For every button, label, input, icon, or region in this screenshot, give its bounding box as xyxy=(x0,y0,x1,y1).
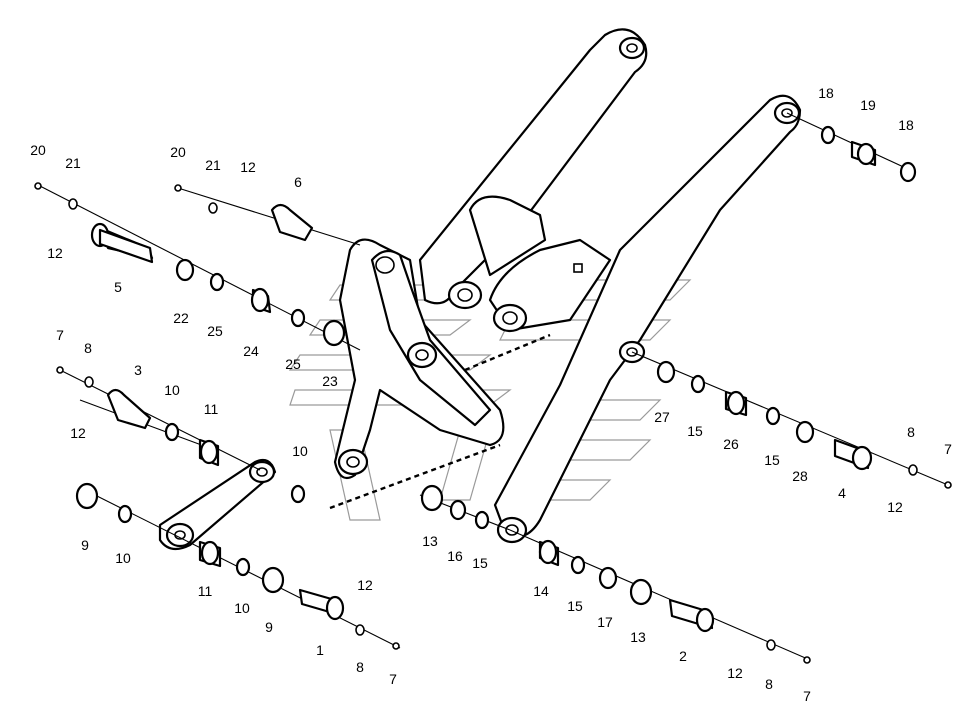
part-label-p21b: 21 xyxy=(205,157,221,173)
lift-arm-front xyxy=(488,94,802,544)
part-label-p8c: 8 xyxy=(907,424,915,440)
part-label-p3: 3 xyxy=(134,362,142,378)
link-rod xyxy=(158,458,277,551)
part-label-p7a: 7 xyxy=(56,327,64,343)
part-label-p9a: 9 xyxy=(81,537,89,553)
part-label-p12c: 12 xyxy=(70,425,86,441)
part-label-p14: 14 xyxy=(533,583,549,599)
part-label-p9b: 9 xyxy=(265,619,273,635)
part-label-p23: 23 xyxy=(322,373,338,389)
part-label-p8a: 8 xyxy=(84,340,92,356)
part-label-p18a: 18 xyxy=(818,85,834,101)
part-label-p24: 24 xyxy=(243,343,259,359)
part-label-p6: 6 xyxy=(294,174,302,190)
part-label-p8b: 8 xyxy=(356,659,364,675)
part-label-p7d: 7 xyxy=(803,688,811,704)
part-label-p10d: 10 xyxy=(234,600,250,616)
part-label-p7c: 7 xyxy=(944,441,952,457)
part-label-p17: 17 xyxy=(597,614,613,630)
part-label-p20a: 20 xyxy=(30,142,46,158)
part-label-p12e: 12 xyxy=(887,499,903,515)
part-label-p27: 27 xyxy=(654,409,670,425)
part-label-p21a: 21 xyxy=(65,155,81,171)
part-label-p15d: 15 xyxy=(567,598,583,614)
bellcrank xyxy=(333,238,505,480)
assembly-lines xyxy=(329,333,551,510)
lift-arm-rear xyxy=(418,28,648,310)
part-label-p25b: 25 xyxy=(285,356,301,372)
part-label-p12a: 12 xyxy=(47,245,63,261)
part-label-p20b: 20 xyxy=(170,144,186,160)
part-label-p2: 2 xyxy=(679,648,687,664)
part-label-p8d: 8 xyxy=(765,676,773,692)
part-label-p16: 16 xyxy=(447,548,463,564)
part-label-p12d: 12 xyxy=(357,577,373,593)
part-label-p4: 4 xyxy=(838,485,846,501)
part-label-p22: 22 xyxy=(173,310,189,326)
parts xyxy=(34,125,952,664)
part-label-p11b: 11 xyxy=(198,583,213,599)
assembly-axes xyxy=(37,112,949,661)
part-label-p7b: 7 xyxy=(389,671,397,687)
part-label-p1: 1 xyxy=(316,642,324,658)
part-label-p5: 5 xyxy=(114,279,122,295)
part-label-p10b: 10 xyxy=(292,443,308,459)
part-label-p15c: 15 xyxy=(472,555,488,571)
part-label-p12f: 12 xyxy=(727,665,743,681)
part-label-p12b: 12 xyxy=(240,159,256,175)
part-label-p15b: 15 xyxy=(764,452,780,468)
part-label-p28: 28 xyxy=(792,468,808,484)
part-label-p13b: 13 xyxy=(630,629,646,645)
part-label-p10a: 10 xyxy=(164,382,180,398)
part-label-p15a: 15 xyxy=(687,423,703,439)
part-label-p26: 26 xyxy=(723,436,739,452)
part-label-p10c: 10 xyxy=(115,550,131,566)
part-label-p11a: 11 xyxy=(204,401,219,417)
part-label-p13a: 13 xyxy=(422,533,438,549)
part-label-p25a: 25 xyxy=(207,323,223,339)
part-label-p18b: 18 xyxy=(898,117,914,133)
part-label-p19: 19 xyxy=(860,97,876,113)
